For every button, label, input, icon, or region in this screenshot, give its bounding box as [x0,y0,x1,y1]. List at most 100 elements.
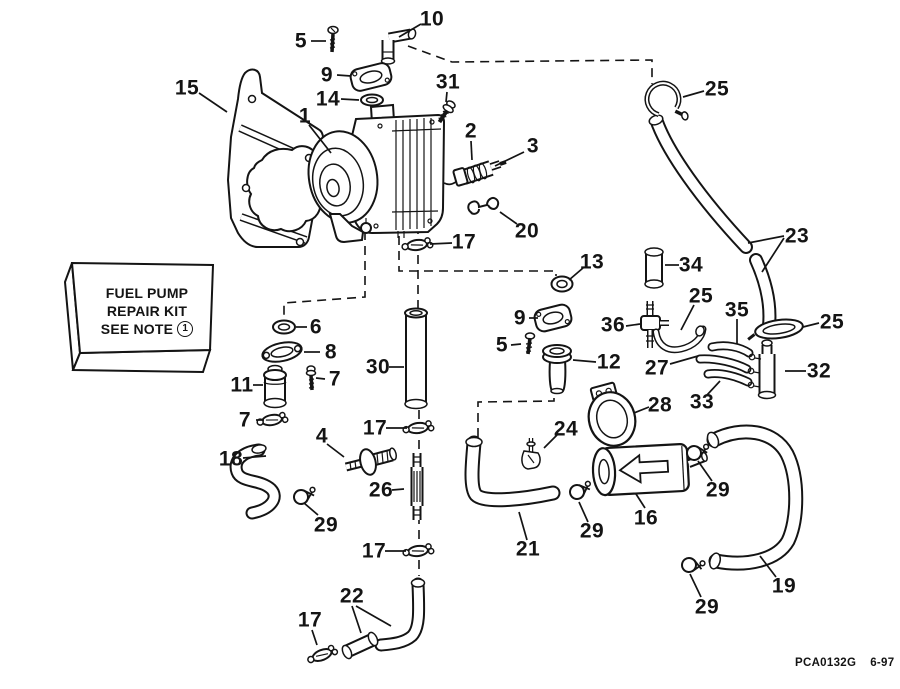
part-label-29: 29 [705,478,731,502]
part-label-26: 26 [368,478,394,502]
hose-23-art [648,114,777,333]
part-label-17: 17 [361,539,387,563]
part-label-36: 36 [600,313,626,337]
part-label-29: 29 [694,595,720,619]
clamp-25-right-art [747,318,804,341]
part-label-25: 25 [704,77,730,101]
part-label-17: 17 [362,416,388,440]
part-label-24: 24 [553,417,579,441]
part-label-33: 33 [689,390,715,414]
screw-5-mid-art [524,332,536,355]
part-label-7: 7 [328,367,342,391]
kit-box-line3: SEE NOTE [100,321,174,337]
part-label-2: 2 [464,119,478,143]
hose-19-art [706,424,804,571]
valve-36-art [640,301,669,348]
part-label-29: 29 [313,513,339,537]
part-label-7: 7 [238,408,252,432]
connector-26-art [410,453,424,520]
clamp-29-filter-art [567,479,595,502]
part-label-15: 15 [174,76,200,100]
drawing-date-code: 6-97 [870,657,895,669]
part-label-14: 14 [315,87,341,111]
part-label-17: 17 [297,608,323,632]
drawing-code-number: PCA0132G [795,657,857,669]
part-label-23: 23 [784,224,810,248]
filter-11-art [263,364,287,409]
part-32-art [747,339,777,400]
part-label-29: 29 [579,519,605,543]
part-label-8: 8 [324,340,338,364]
part-label-35: 35 [724,298,750,322]
leader-lines [198,23,820,646]
screw-31-art [437,100,456,124]
hose-27-art [695,354,752,374]
kit-box-line1: FUEL PUMP [105,285,189,301]
curved-hose-art [652,325,707,354]
fitting-4-art [344,447,398,476]
bracket-15-art [226,68,329,248]
clamp-17-upper-art [401,419,436,437]
o-ring-6-art [272,319,296,335]
gasket-8-art [261,341,303,363]
part-label-13: 13 [579,250,605,274]
cup-12-art [542,344,572,395]
part-label-3: 3 [526,134,540,158]
elbow-10-art [380,28,417,65]
part-label-5: 5 [495,333,509,357]
part-label-30: 30 [365,355,391,379]
part-label-20: 20 [514,219,540,243]
kit-box-line2: REPAIR KIT [106,303,188,319]
part-label-17: 17 [451,230,477,254]
part-label-16: 16 [633,506,659,530]
repair-kit-box-text: FUEL PUMP REPAIR KIT SEE NOTE 1 [84,284,210,338]
part-label-9: 9 [320,63,334,87]
hose-21-art [464,435,561,508]
note-1-circle: 1 [177,321,194,337]
clamp-25-top-art [644,80,689,121]
gasket-9-mid-art [533,303,573,333]
o-ring-14-art [360,93,384,107]
gasket-9-top-art [349,62,393,92]
part-label-34: 34 [678,253,704,277]
clamp-29-left-art [291,485,319,507]
part-label-5: 5 [294,29,308,53]
clip-20-art [467,196,500,215]
hose-35-art [707,341,754,358]
part-label-10: 10 [419,7,445,31]
clamp-17-pump-art [400,236,435,254]
fuel-pump-1-art [307,103,462,244]
screw-5-top-art [327,25,339,53]
part-label-12: 12 [596,350,622,374]
part-label-25: 25 [688,284,714,308]
part-label-1: 1 [298,104,312,128]
drawing-code: PCA0132G 6-97 [795,657,894,669]
part-label-18: 18 [218,447,244,471]
clamp-28-art [587,381,637,447]
part-label-25: 25 [819,310,845,334]
part-label-6: 6 [309,315,323,339]
hose-18-art [229,443,281,520]
part-label-31: 31 [435,70,461,94]
cylinder-34-art [644,247,664,289]
hose-22-art [341,577,426,660]
hose-33-art [703,369,753,387]
clamp-17-lower-art [401,542,436,560]
tube-30-art [404,307,428,410]
part-label-4: 4 [315,424,329,448]
clamp-29-hose19-bottom-art [679,555,707,576]
o-ring-13-art [550,275,574,293]
part-label-9: 9 [513,306,527,330]
part-label-11: 11 [230,373,254,397]
clamp-17-bottom-art [304,642,340,667]
part-label-19: 19 [771,574,797,598]
part-label-27: 27 [644,356,670,380]
part-label-32: 32 [806,359,832,383]
part-label-21: 21 [515,537,541,561]
clip-24-art [521,438,541,470]
screw-7-art [305,365,317,391]
part-label-28: 28 [647,393,673,417]
connector-2-3-art [452,160,507,187]
